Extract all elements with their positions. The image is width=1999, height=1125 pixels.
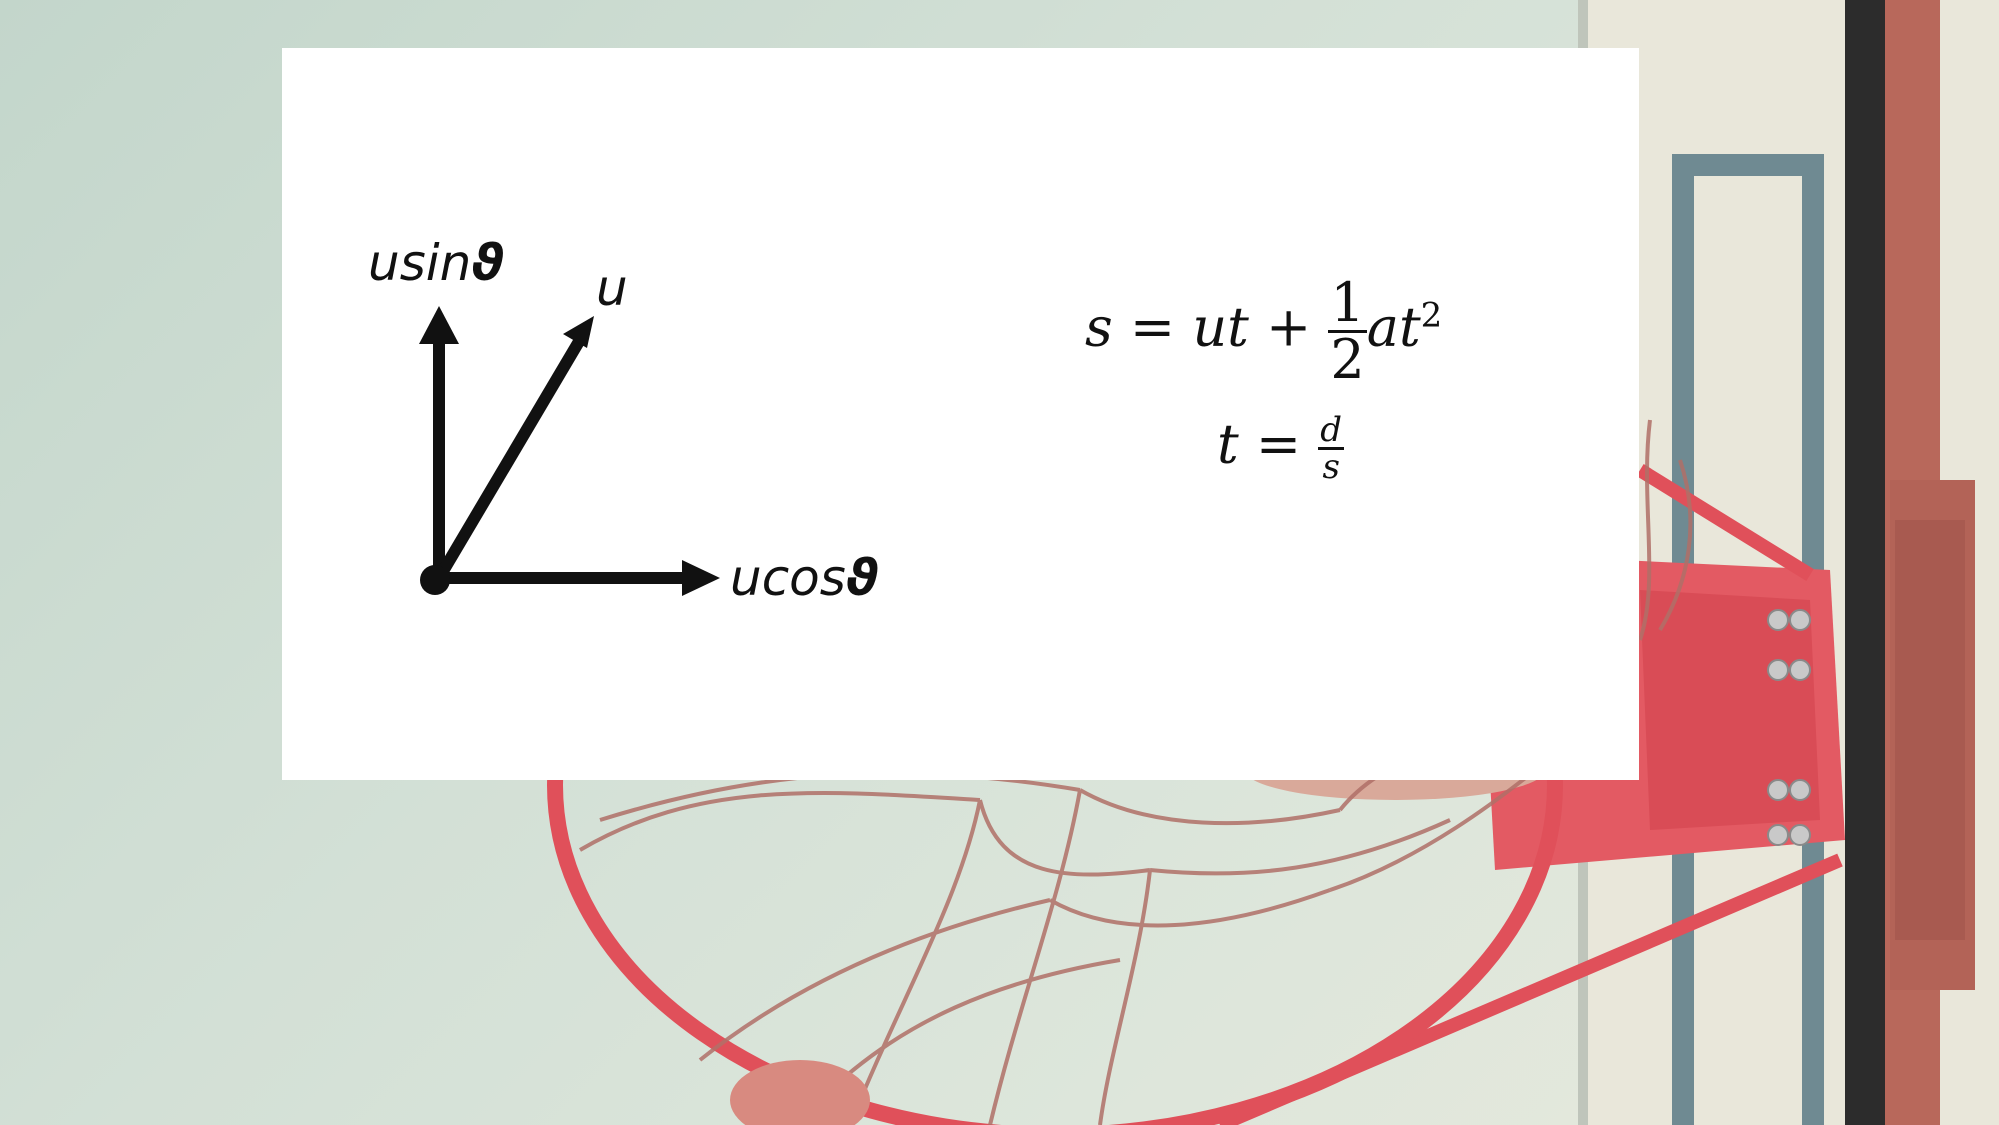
time-equation: t = d s bbox=[1217, 410, 1345, 487]
eq1-fraction: 1 2 bbox=[1328, 271, 1367, 391]
vertical-arrowhead bbox=[419, 306, 459, 344]
eq2-fraction-bar bbox=[1318, 447, 1345, 450]
eq2-equals: = bbox=[1255, 412, 1302, 476]
theta-symbol: ϑ bbox=[845, 549, 879, 607]
eq1-term1: ut bbox=[1192, 295, 1249, 359]
diagram-card: usinϑ u ucosϑ s = ut + 1 2 at2 t = d s bbox=[282, 48, 1639, 780]
hoop-brace-top bbox=[1636, 464, 1814, 581]
resultant-vector-label: u bbox=[596, 263, 628, 313]
eq1-term2: at bbox=[1366, 295, 1421, 359]
eq1-plus: + bbox=[1265, 295, 1312, 359]
vertical-label-text: usin bbox=[368, 234, 472, 292]
bracket-plate-shade bbox=[1895, 520, 1965, 940]
displacement-equation: s = ut + 1 2 at2 bbox=[1085, 276, 1442, 387]
hand bbox=[730, 1060, 870, 1125]
eq2-fraction: d s bbox=[1318, 410, 1345, 487]
hoop-mount-shade bbox=[1640, 590, 1820, 830]
vertical-component-label: usinϑ bbox=[368, 238, 504, 288]
resultant-label-text: u bbox=[596, 259, 628, 317]
origin-point bbox=[420, 565, 450, 595]
horizontal-label-text: ucos bbox=[730, 549, 846, 607]
eq2-fraction-denominator: s bbox=[1322, 447, 1340, 487]
eq1-fraction-bar bbox=[1328, 330, 1367, 333]
theta-symbol: ϑ bbox=[471, 234, 505, 292]
support-pole bbox=[1845, 0, 1890, 1125]
eq1-lhs: s bbox=[1085, 295, 1113, 359]
hoop-net bbox=[578, 419, 1693, 1125]
eq1-exponent: 2 bbox=[1420, 295, 1443, 336]
bolts bbox=[1767, 609, 1811, 846]
eq2-lhs: t bbox=[1217, 412, 1239, 476]
horizontal-arrowhead bbox=[682, 560, 720, 596]
resultant-vector-arrow bbox=[433, 329, 590, 582]
eq2-fraction-numerator: d bbox=[1320, 410, 1343, 450]
eq1-fraction-numerator: 1 bbox=[1330, 271, 1365, 334]
velocity-component-diagram bbox=[419, 306, 720, 596]
horizontal-component-label: ucosϑ bbox=[730, 553, 879, 603]
resultant-arrowhead bbox=[563, 316, 594, 348]
eq1-equals: = bbox=[1129, 295, 1176, 359]
eq1-fraction-denominator: 2 bbox=[1330, 328, 1365, 391]
